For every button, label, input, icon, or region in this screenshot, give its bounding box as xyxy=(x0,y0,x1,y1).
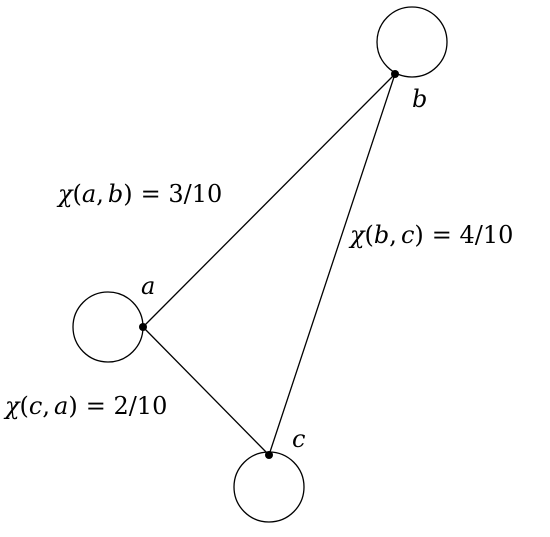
edge-bc xyxy=(268,73,396,456)
edge-ca xyxy=(142,326,270,456)
edge-label-ab: χ(a,b)= 3/10 xyxy=(56,180,222,208)
node-label-c: c xyxy=(292,425,305,453)
node-b-loop xyxy=(376,6,448,78)
edge-label-bc: χ(b,c)= 4/10 xyxy=(348,221,513,249)
vertex-c-dot xyxy=(265,451,273,459)
node-a-loop xyxy=(72,291,144,363)
vertex-a-dot xyxy=(139,323,147,331)
node-c-loop xyxy=(233,451,305,523)
vertex-b-dot xyxy=(391,70,399,78)
node-label-a: a xyxy=(141,272,155,300)
edge-label-ca: χ(c,a)= 2/10 xyxy=(3,392,167,420)
edge-ab xyxy=(142,73,396,328)
node-label-b: b xyxy=(412,85,427,113)
